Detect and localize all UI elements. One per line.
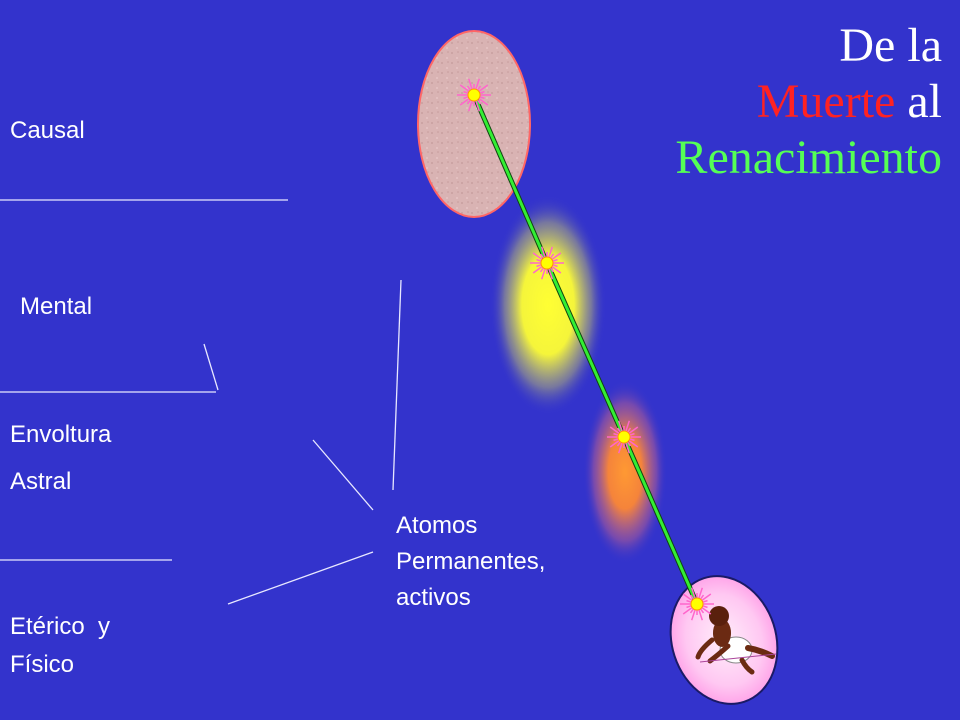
atoms-label-line-3: activos <box>396 584 471 611</box>
title-word-al: al <box>907 75 942 128</box>
atom-burst-icon <box>457 78 491 112</box>
etheric-label-1: Etérico y <box>10 613 111 640</box>
atoms-label-line-1: Atomos <box>396 512 478 539</box>
mental-body-glow <box>490 195 606 415</box>
atom-burst-icon <box>680 587 714 621</box>
page-title: De la Muerte al Renacimiento <box>675 18 942 186</box>
atoms-label-line-2: Permanentes, <box>396 548 546 575</box>
pointer-lines <box>227 279 402 605</box>
atom-burst-icon <box>607 420 641 454</box>
astral-body-glow <box>583 380 667 564</box>
causal-label: Causal <box>10 117 85 144</box>
title-word-muerte: Muerte <box>756 75 896 128</box>
atoms-label: Atomos Permanentes, activos <box>396 508 545 616</box>
causal-body <box>417 30 531 218</box>
astral-label-2: Astral <box>10 468 72 495</box>
baby-icon <box>695 606 777 675</box>
title-line-1: De la <box>839 19 942 72</box>
mental-label: Mental <box>20 293 93 320</box>
permanent-atom-thread <box>471 92 700 607</box>
atom-burst-icon <box>530 246 564 280</box>
etheric-label-2: Físico <box>10 651 75 678</box>
title-line-3: Renacimiento <box>675 131 942 184</box>
body-dividers <box>0 199 288 561</box>
astral-label-1: Envoltura <box>10 421 112 448</box>
